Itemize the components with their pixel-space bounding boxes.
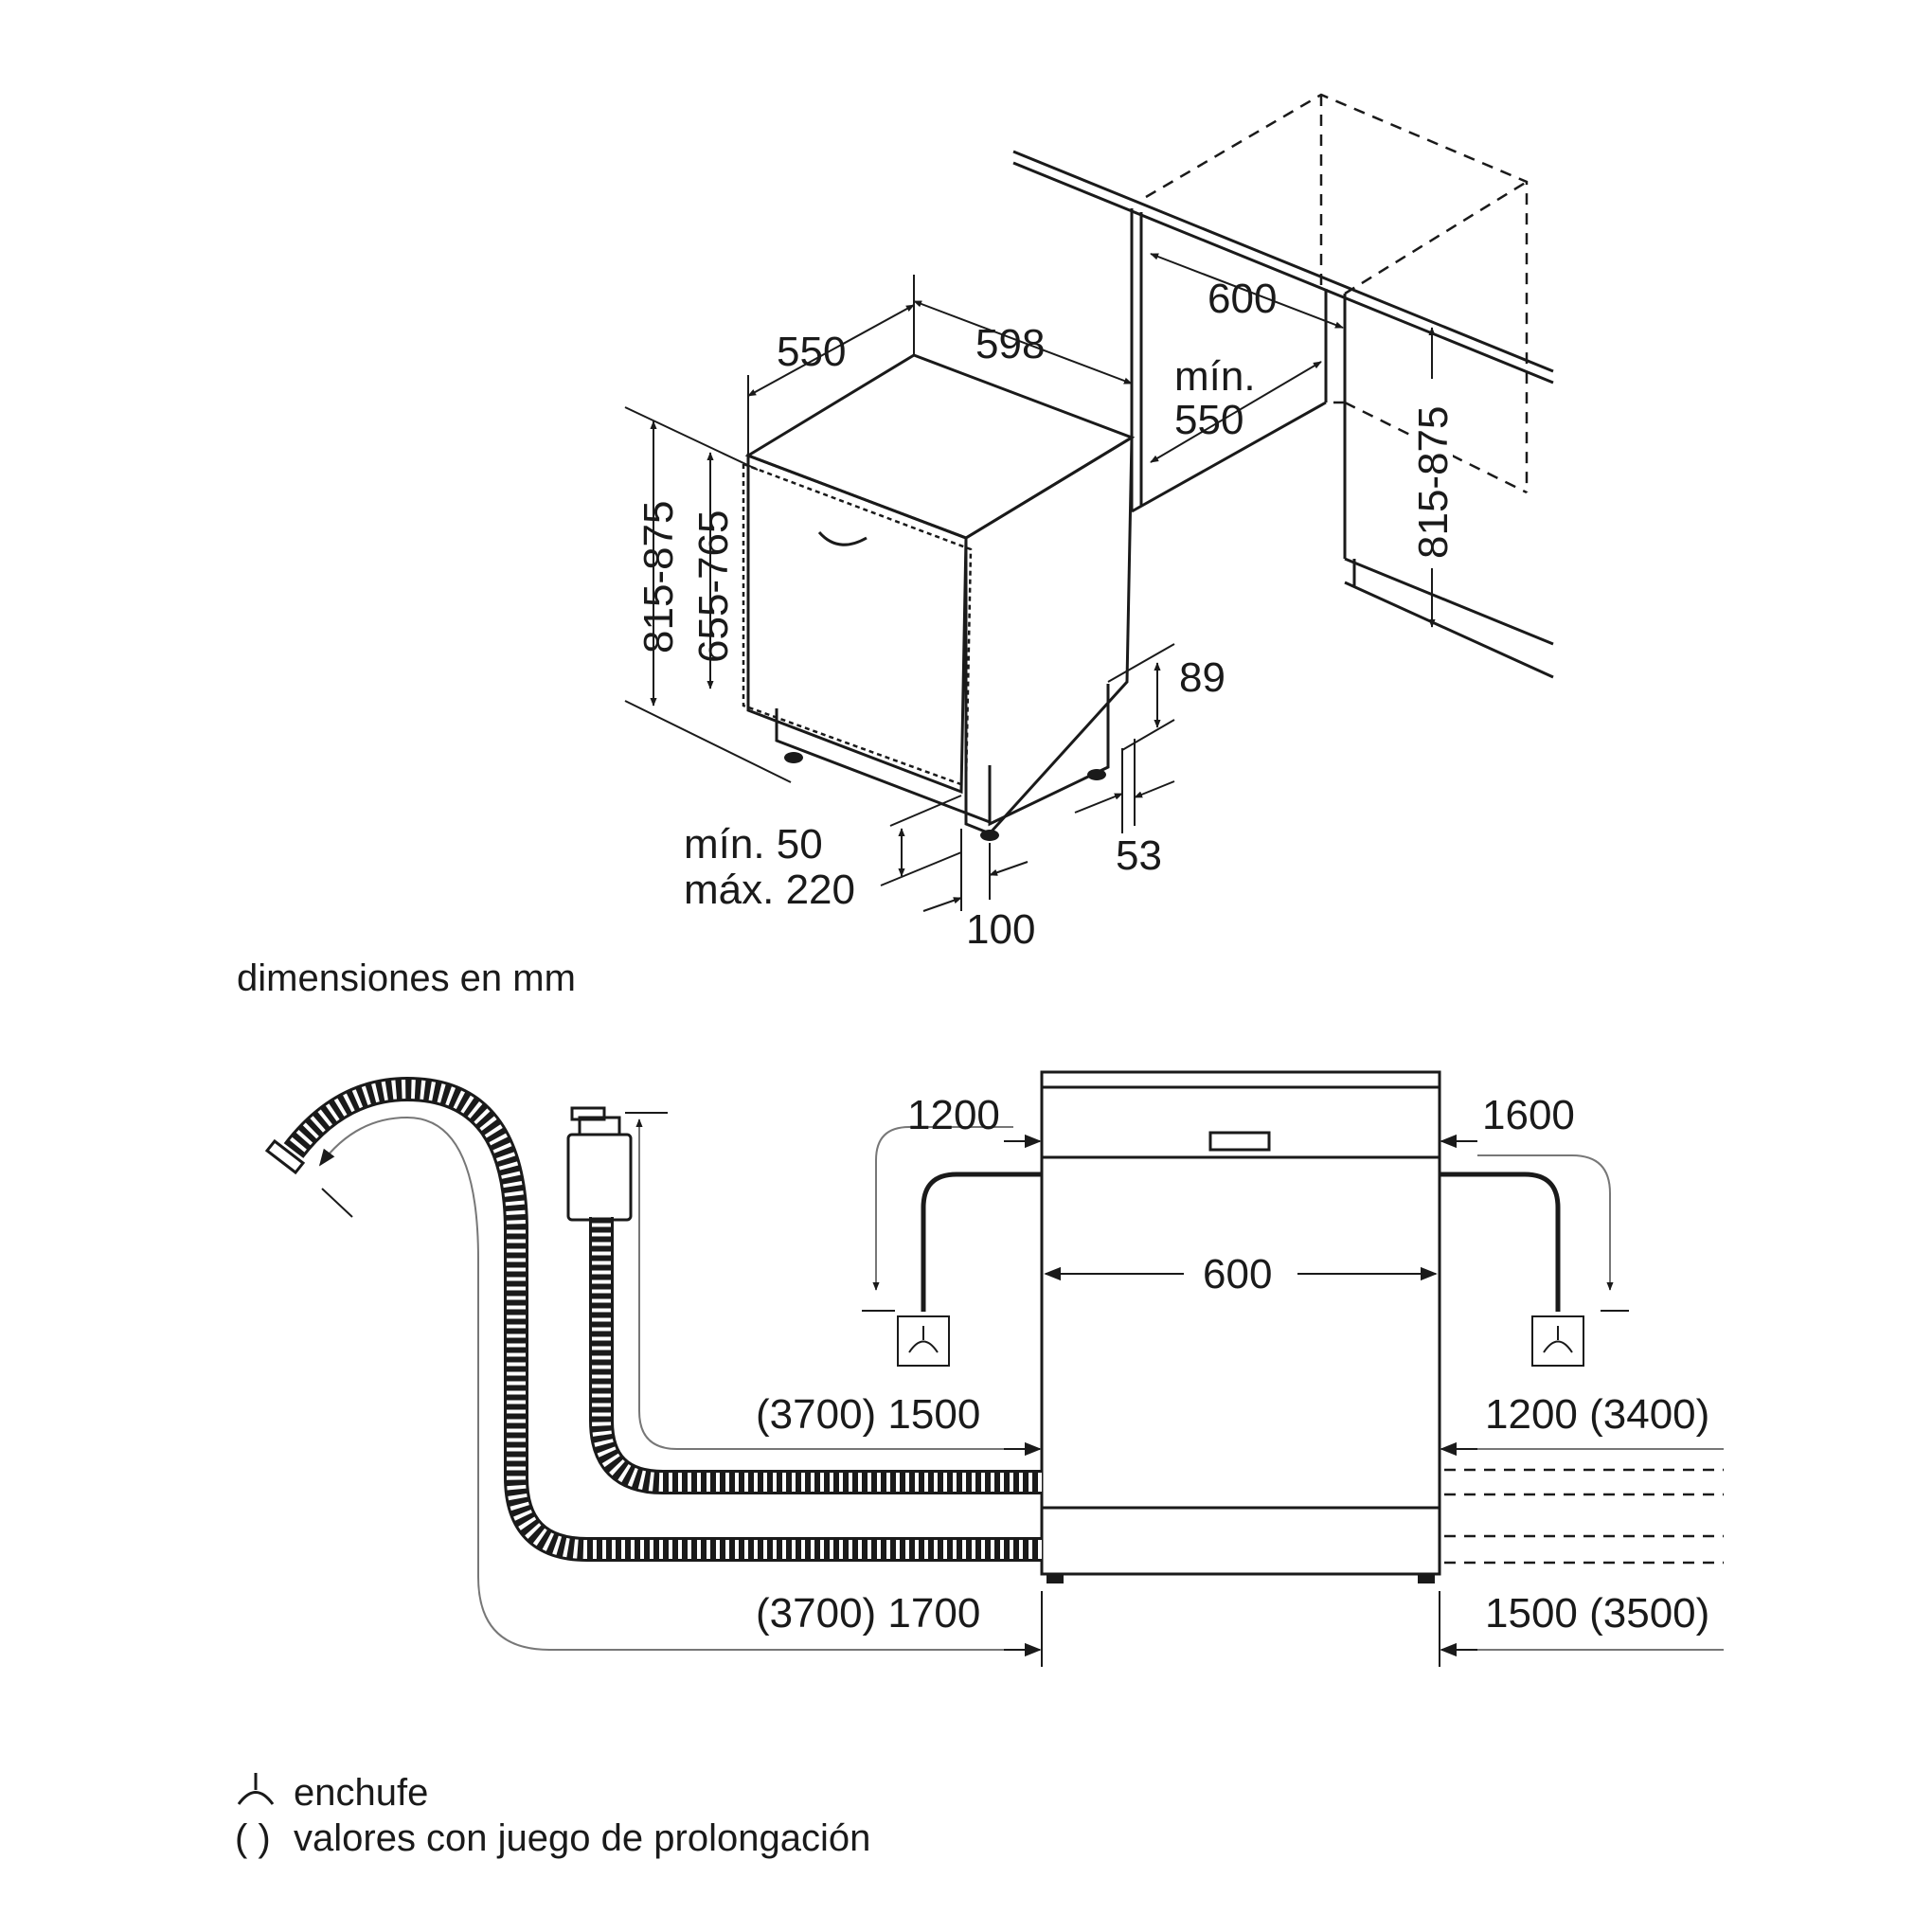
dim-598 <box>913 300 1133 385</box>
side-plinth <box>988 684 1110 827</box>
power-cable-left <box>921 1172 1042 1312</box>
plug-left <box>897 1315 950 1367</box>
dim-815-875-right-bg <box>1411 379 1453 568</box>
dim-600-niche <box>1150 253 1344 329</box>
units-note: dimensiones en mm <box>237 957 576 999</box>
dim-550-niche <box>1150 361 1322 463</box>
dim-550-niche-label-2: 550 <box>1174 397 1243 443</box>
dim-100-arrow-a <box>922 897 962 912</box>
foot-right <box>1087 769 1106 780</box>
ext-foot-a <box>889 795 962 827</box>
dim-1600-curve <box>1477 1154 1614 1291</box>
plug-left-symbol <box>908 1326 939 1353</box>
floor-ref-top <box>624 406 759 471</box>
floor-right-2 <box>1344 581 1554 679</box>
dim-815-875-left-label: 815-875 <box>635 501 682 653</box>
dishwasher-front <box>1040 1070 1441 1583</box>
dim-inlet-left-label: (3700) 1500 <box>756 1391 980 1438</box>
niche-top-dashed <box>1145 93 1529 492</box>
dim-drain-left-curve <box>318 1116 1028 1651</box>
niche-right-dashed <box>1344 180 1528 295</box>
drain-hose <box>264 1076 1042 1562</box>
dim-53-label: 53 <box>1116 832 1162 879</box>
isometric-view: 550 598 815-875 655-765 89 53 mín. 50 má… <box>624 93 1554 953</box>
dim-600-label: 600 <box>1203 1251 1272 1297</box>
floor-right-1 <box>1344 557 1554 646</box>
control-panel <box>1208 1131 1271 1152</box>
niche <box>1012 93 1554 679</box>
door-outline-dotted <box>742 462 973 787</box>
dim-100-arrow-b <box>989 861 1029 876</box>
foot-right <box>1418 1574 1435 1583</box>
dim-drain-left-label: (3700) 1700 <box>756 1590 980 1637</box>
top-face <box>744 353 1136 540</box>
dim-inlet-left-curve <box>635 1118 1028 1450</box>
dim-drain-right-label: 1500 (3500) <box>1485 1590 1709 1637</box>
foot-front <box>980 830 999 841</box>
dim-1200-label: 1200 <box>907 1092 1000 1138</box>
power-cable-right <box>1440 1172 1561 1312</box>
dim-foot-label-1: mín. 50 <box>684 821 823 868</box>
dim-100-label: 100 <box>966 906 1035 953</box>
door-outline-dotted-2 <box>742 464 967 788</box>
dim-1200-curve <box>872 1126 1013 1291</box>
dim-655-765-label: 655-765 <box>690 510 737 663</box>
ext-89-b <box>1121 719 1175 751</box>
door-handle <box>817 530 868 546</box>
aquastop-neck <box>578 1116 621 1136</box>
dishwasher-body <box>742 353 1136 841</box>
legend-paren-symbol: ( ) <box>235 1817 271 1859</box>
dim-1600-label: 1600 <box>1482 1092 1575 1138</box>
dim-foot-label-2: máx. 220 <box>684 867 855 913</box>
dim-89-label: 89 <box>1179 654 1225 701</box>
legend-plug-icon <box>237 1773 275 1805</box>
ext-foot-b <box>880 851 962 886</box>
aquastop-connector <box>570 1106 606 1121</box>
dim-598-label: 598 <box>975 321 1045 367</box>
dim-600-niche-label: 600 <box>1208 276 1277 322</box>
dim-53-arrow-a <box>1074 793 1123 814</box>
foot-left <box>784 752 803 763</box>
inlet-hose <box>566 1106 1042 1494</box>
dim-550-niche-label-1: mín. <box>1174 353 1256 400</box>
aquastop-box <box>566 1133 633 1222</box>
plinth-base <box>775 708 991 824</box>
legend-plug-label: enchufe <box>294 1772 428 1814</box>
ext-89-a <box>1107 643 1175 683</box>
drain-hose-end <box>264 1138 306 1175</box>
worktop-edge-2 <box>1012 161 1554 385</box>
dim-inlet-right-label: 1200 (3400) <box>1485 1391 1709 1438</box>
dim-53-arrow-b <box>1134 780 1175 798</box>
floor-ref-bottom <box>624 700 792 783</box>
legend-paren-label: valores con juego de prolongación <box>294 1817 870 1859</box>
front-view: 600 1200 1600 (3700) 1500 <box>264 1070 1724 1667</box>
plug-right-symbol <box>1543 1326 1573 1353</box>
foot-left <box>1046 1574 1064 1583</box>
worktop-edge-1 <box>1012 150 1554 373</box>
plug-right <box>1531 1315 1584 1367</box>
front-face <box>746 453 968 795</box>
dim-550 <box>747 304 915 397</box>
dim-550-label: 550 <box>777 329 846 375</box>
dim-815-875-right-label: 815-875 <box>1410 406 1457 559</box>
legend: enchufe ( ) valores con juego de prolong… <box>235 1772 870 1859</box>
front-outline <box>1040 1070 1441 1576</box>
dim-drain-tick <box>321 1188 353 1218</box>
